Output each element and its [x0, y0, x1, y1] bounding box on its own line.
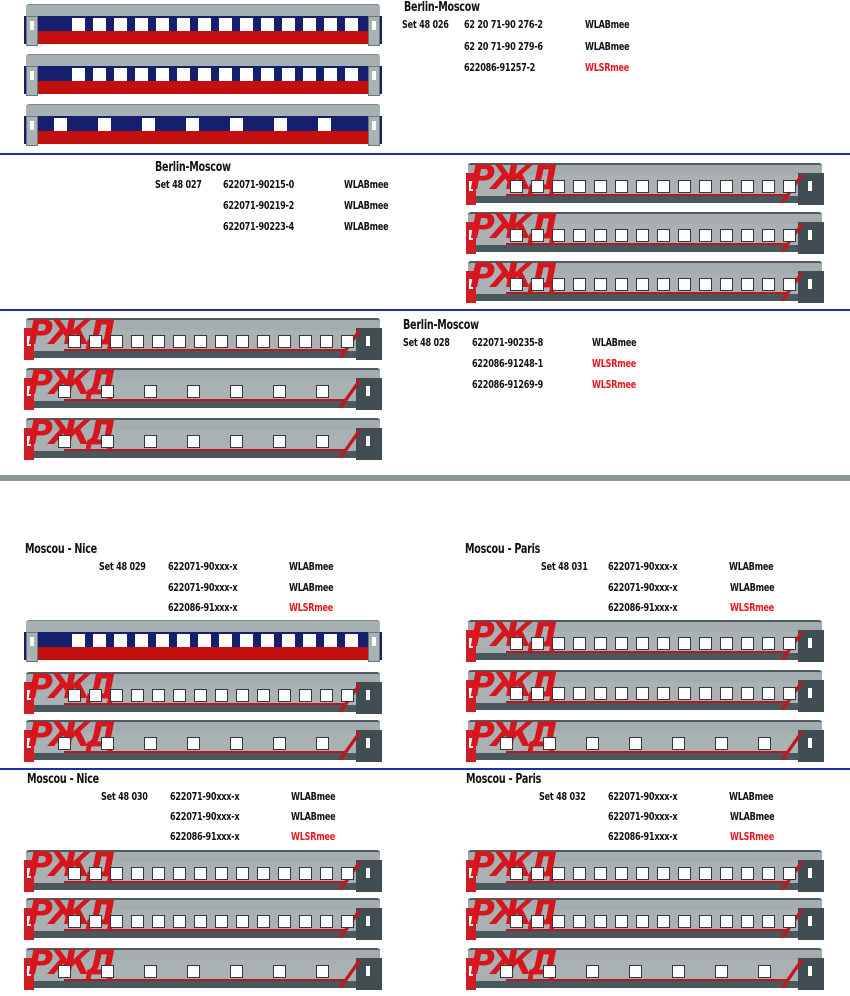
- car-type: WLABmee: [730, 810, 775, 823]
- car-type: WLSRmee: [289, 601, 333, 614]
- route-title: Moscou - Nice: [25, 542, 97, 557]
- car-number: 622086-91xxx-x: [608, 601, 678, 614]
- coach-rzd: РЖД: [466, 896, 824, 942]
- coach-rzd: РЖД: [466, 618, 824, 664]
- set-label: Set 48 027: [155, 178, 202, 191]
- car-number: 622071-90xxx-x: [170, 810, 240, 823]
- car-type: WLSRmee: [585, 61, 629, 74]
- coach-blue-red: [24, 4, 382, 48]
- car-number: 622071-90xxx-x: [168, 560, 238, 573]
- car-number: 622071-90219-2: [223, 199, 295, 212]
- coach-rzd: РЖД: [466, 210, 824, 256]
- set-label: Set 48 029: [99, 560, 146, 573]
- set-label: Set 48 028: [403, 336, 450, 349]
- coach-rzd: РЖД: [466, 259, 824, 305]
- coach-rzd: РЖД: [24, 848, 382, 894]
- major-divider: [0, 475, 850, 481]
- car-number: 622086-91248-1: [472, 357, 544, 370]
- car-number: 62 20 71-90 276-2: [464, 18, 543, 31]
- car-number: 622071-90235-8: [472, 336, 544, 349]
- coach-rzd: РЖД: [24, 946, 382, 992]
- coach-rzd: РЖД: [24, 366, 382, 412]
- car-type: WLABmee: [729, 790, 774, 803]
- car-number: 622071-90xxx-x: [608, 581, 678, 594]
- route-title: Moscou - Paris: [466, 772, 542, 787]
- car-type: WLABmee: [289, 581, 334, 594]
- set-label: Set 48 026: [402, 18, 449, 31]
- car-number: 622071-90xxx-x: [168, 581, 238, 594]
- car-number: 622071-90215-0: [223, 178, 295, 191]
- car-number: 622086-91xxx-x: [608, 830, 678, 843]
- car-number: 622071-90xxx-x: [608, 560, 678, 573]
- set-label: Set 48 031: [541, 560, 588, 573]
- car-type: WLABmee: [592, 336, 637, 349]
- car-type: WLABmee: [585, 18, 630, 31]
- route-title: Moscou - Nice: [27, 772, 99, 787]
- car-type: WLSRmee: [592, 357, 636, 370]
- coach-rzd: РЖД: [466, 161, 824, 207]
- route-title: Moscou - Paris: [465, 542, 541, 557]
- car-type: WLSRmee: [592, 378, 636, 391]
- route-title: Berlin-Moscow: [155, 160, 231, 175]
- section-divider: [0, 153, 850, 155]
- coach-rzd: РЖД: [466, 718, 824, 764]
- coach-blue-red: [24, 620, 382, 664]
- coach-rzd: РЖД: [24, 670, 382, 716]
- car-number: 622071-90xxx-x: [608, 810, 678, 823]
- coach-rzd: РЖД: [466, 848, 824, 894]
- car-type: WLSRmee: [291, 830, 335, 843]
- coach-rzd: РЖД: [24, 316, 382, 362]
- coach-rzd: РЖД: [466, 668, 824, 714]
- car-type: WLABmee: [729, 560, 774, 573]
- coach-rzd: РЖД: [24, 896, 382, 942]
- route-title: Berlin-Moscow: [403, 318, 479, 333]
- car-type: WLABmee: [730, 581, 775, 594]
- car-type: WLSRmee: [730, 601, 774, 614]
- car-number: 622071-90223-4: [223, 220, 295, 233]
- car-type: WLABmee: [344, 220, 389, 233]
- car-type: WLABmee: [585, 40, 630, 53]
- set-label: Set 48 030: [101, 790, 148, 803]
- car-type: WLABmee: [291, 790, 336, 803]
- car-type: WLSRmee: [730, 830, 774, 843]
- coach-rzd: РЖД: [24, 416, 382, 462]
- coach-rzd: РЖД: [466, 946, 824, 992]
- section-divider: [0, 768, 850, 770]
- car-type: WLABmee: [344, 199, 389, 212]
- car-type: WLABmee: [291, 810, 336, 823]
- car-type: WLABmee: [344, 178, 389, 191]
- car-number: 622071-90xxx-x: [170, 790, 240, 803]
- coach-blue-red: [24, 104, 382, 148]
- car-number: 622071-90xxx-x: [608, 790, 678, 803]
- car-number: 622086-91xxx-x: [170, 830, 240, 843]
- car-type: WLABmee: [289, 560, 334, 573]
- car-number: 62 20 71-90 279-6: [464, 40, 543, 53]
- car-number: 622086-91257-2: [464, 61, 536, 74]
- set-label: Set 48 032: [539, 790, 586, 803]
- coach-blue-red: [24, 54, 382, 98]
- coach-rzd: РЖД: [24, 718, 382, 764]
- section-divider: [0, 309, 850, 311]
- car-number: 622086-91269-9: [472, 378, 544, 391]
- car-number: 622086-91xxx-x: [168, 601, 238, 614]
- route-title: Berlin-Moscow: [404, 0, 480, 15]
